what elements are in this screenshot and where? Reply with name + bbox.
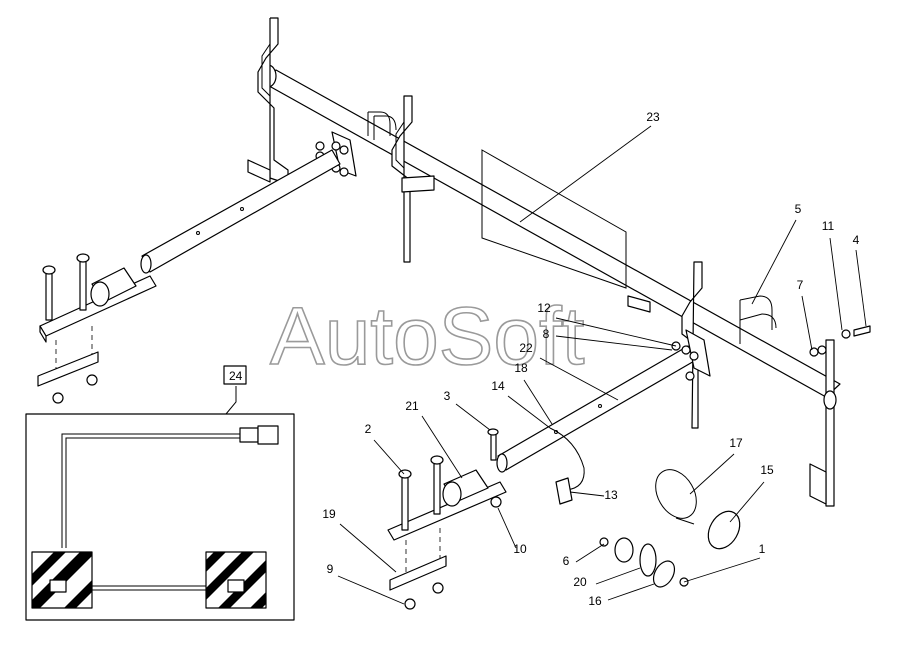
lamp-parts (599, 469, 741, 588)
callout-c17: 17 (729, 436, 743, 450)
right-bracket (681, 261, 837, 507)
leader-lines (337, 125, 867, 605)
callout-c21: 21 (405, 399, 419, 413)
inset-wiring-diagram (25, 365, 295, 621)
callout-c8: 8 (543, 327, 550, 341)
callout-c1: 1 (759, 542, 766, 556)
callout-c3: 3 (444, 389, 451, 403)
callout-c11: 11 (822, 219, 835, 233)
left-arm-tube (140, 149, 341, 274)
callout-c22: 22 (519, 341, 533, 355)
callout-c14: 14 (491, 379, 505, 393)
callout-c9: 9 (327, 562, 334, 576)
left-warning-plate (31, 551, 93, 609)
callout-c10: 10 (513, 542, 527, 556)
lower-clamp-assembly (387, 428, 507, 610)
right-warning-plate (205, 551, 267, 609)
u-bolt-right (739, 295, 777, 344)
callout-c18: 18 (514, 361, 528, 375)
clamp-plate-left (315, 131, 357, 177)
callout-c19: 19 (322, 507, 336, 521)
inset-label: 24 (229, 369, 243, 383)
left-bracket (247, 17, 289, 183)
middle-bracket (391, 95, 435, 263)
right-fasteners (809, 325, 871, 357)
sign-panel (481, 149, 627, 289)
callout-c13: 13 (604, 488, 618, 502)
callout-c20: 20 (573, 575, 587, 589)
clip-part (627, 295, 651, 313)
callout-c16: 16 (588, 594, 602, 608)
left-clamp-assembly (37, 253, 157, 404)
callout-c4: 4 (853, 233, 860, 247)
callout-c5: 5 (795, 202, 802, 216)
callout-c2: 2 (365, 422, 372, 436)
clamp-plate-right (671, 329, 711, 381)
wire-harness-small (549, 427, 585, 505)
callout-c6: 6 (563, 554, 570, 568)
u-bolt-middle (367, 111, 397, 140)
inset-label-box (223, 365, 247, 385)
callout-c15: 15 (760, 463, 774, 477)
callout-c7: 7 (797, 278, 804, 292)
callout-c12: 12 (537, 301, 551, 315)
callout-c23: 23 (646, 110, 660, 124)
watermark-text: AutoSoft (270, 291, 585, 382)
